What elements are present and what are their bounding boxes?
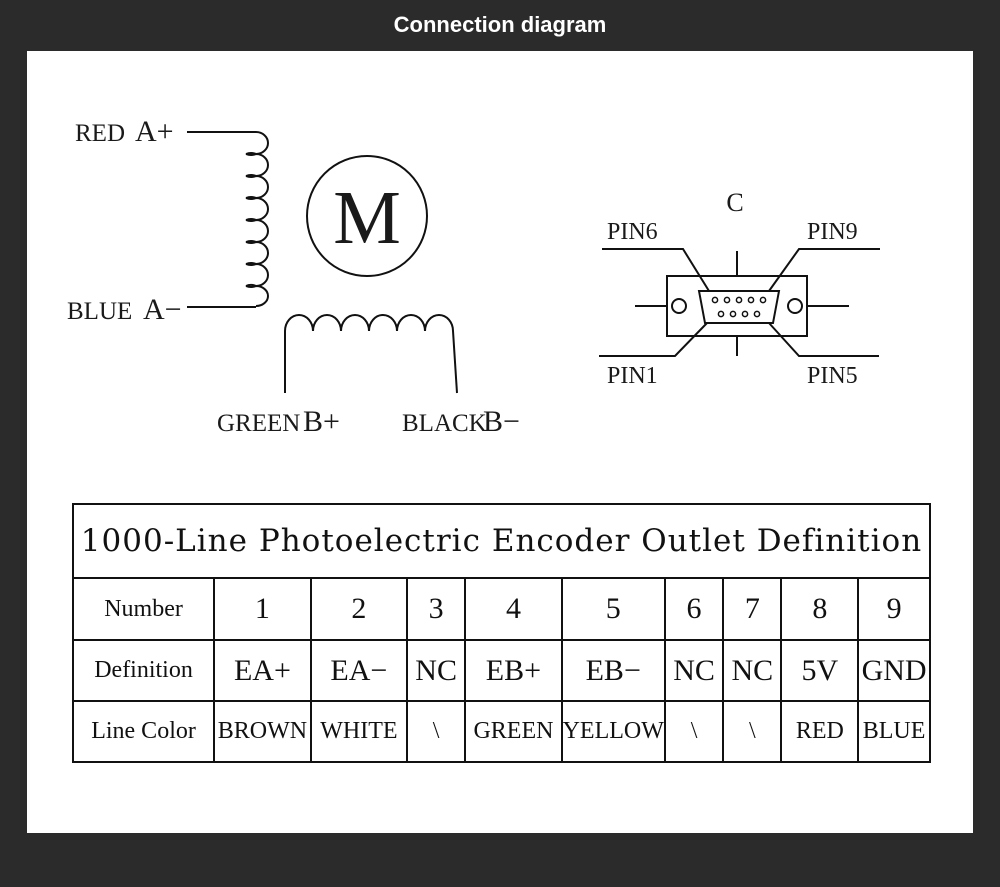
cell-line-color: BROWN — [213, 700, 312, 763]
motor-circle — [306, 155, 428, 277]
page-header: Connection diagram — [0, 0, 1000, 50]
label-red: RED — [75, 120, 125, 147]
label-b-minus: B− — [483, 405, 520, 438]
motor-wiring — [187, 131, 458, 394]
cell-line-color: \ — [663, 700, 725, 763]
cell-definition: NC — [405, 639, 467, 702]
cell-number: 2 — [309, 577, 408, 641]
table-title-row: 1000-Line Photoelectric Encoder Outlet D… — [72, 503, 931, 579]
label-green: GREEN — [217, 410, 300, 437]
pin-hole — [735, 296, 743, 304]
pin-hole — [729, 310, 737, 318]
cell-definition: GND — [857, 639, 931, 702]
label-pin5: PIN5 — [807, 363, 858, 389]
cell-definition: EA− — [309, 639, 408, 702]
label-blue: BLUE — [67, 298, 132, 325]
leader-pin1 — [599, 322, 708, 357]
encoder-table: 1000-Line Photoelectric Encoder Outlet D… — [71, 503, 931, 763]
leader-pin5 — [768, 322, 879, 357]
cell-line-color: \ — [405, 700, 467, 763]
cell-line-color: YELLOW — [560, 700, 666, 763]
label-a-minus: A− — [143, 293, 182, 326]
cell-line-color: GREEN — [464, 700, 563, 763]
leader-pin6 — [602, 248, 710, 292]
pin-hole — [759, 296, 767, 304]
table-title: 1000-Line Photoelectric Encoder Outlet D… — [72, 503, 931, 579]
label-black: BLACK — [402, 410, 487, 437]
pin-hole — [741, 310, 749, 318]
pin-hole — [753, 310, 761, 318]
pin-hole — [711, 296, 719, 304]
table-row-line-color: Line Color BROWN WHITE \ GREEN YELLOW \ … — [71, 700, 931, 763]
diagram-panel: M RED A+ BLUE A− GREEN B+ BLACK B− — [27, 51, 973, 833]
cell-number: 1 — [213, 577, 312, 641]
table-row-number: Number 1 2 3 4 5 6 7 8 9 — [71, 577, 931, 641]
mount-hole-left — [671, 298, 687, 314]
pin-hole — [717, 310, 725, 318]
cell-number: 4 — [464, 577, 563, 641]
cell-number: 9 — [857, 577, 931, 641]
page-title: Connection diagram — [393, 12, 607, 37]
cell-line-color: \ — [722, 700, 783, 763]
leader-pin9 — [768, 248, 880, 292]
cell-line-color: RED — [780, 700, 860, 763]
cell-number: 3 — [405, 577, 467, 641]
cell-definition: NC — [722, 639, 783, 702]
cell-number: 5 — [560, 577, 666, 641]
coil-a — [245, 131, 269, 307]
cell-definition: NC — [663, 639, 725, 702]
wiring-diagram: M RED A+ BLUE A− GREEN B+ BLACK B− — [67, 115, 880, 438]
cell-definition: EB− — [560, 639, 666, 702]
pin-hole — [747, 296, 755, 304]
motor-symbol: M — [333, 176, 401, 260]
row-header-line-color: Line Color — [71, 700, 216, 763]
cell-number: 8 — [780, 577, 860, 641]
cell-definition: EA+ — [213, 639, 312, 702]
cell-number: 6 — [663, 577, 725, 641]
label-b-plus: B+ — [303, 405, 340, 438]
mount-hole-right — [787, 298, 803, 314]
cell-line-color: BLUE — [857, 700, 931, 763]
connector-pins — [711, 296, 767, 318]
label-pin9: PIN9 — [807, 219, 858, 245]
row-header-number: Number — [71, 577, 216, 641]
label-pin1: PIN1 — [607, 363, 658, 389]
coil-b — [284, 314, 458, 394]
cell-definition: EB+ — [464, 639, 563, 702]
connector-label: C — [726, 188, 743, 217]
connector-shell — [697, 290, 781, 324]
cell-number: 7 — [722, 577, 783, 641]
table-row-definition: Definition EA+ EA− NC EB+ EB− NC NC 5V G… — [71, 639, 931, 702]
label-a-plus: A+ — [135, 115, 174, 148]
cell-definition: 5V — [780, 639, 860, 702]
label-pin6: PIN6 — [607, 219, 658, 245]
cell-line-color: WHITE — [309, 700, 408, 763]
db9-connector — [599, 248, 880, 357]
row-header-definition: Definition — [71, 639, 216, 702]
pin-hole — [723, 296, 731, 304]
